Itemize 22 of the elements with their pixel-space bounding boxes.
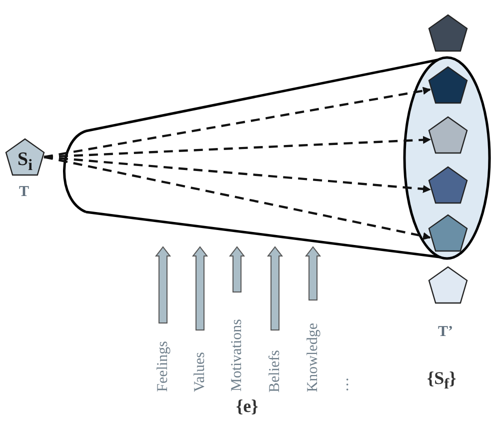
text-label: T’ [438, 324, 453, 341]
pentagon-node [428, 116, 468, 154]
pentagon-node [428, 166, 468, 204]
factor-label: Knowledge [305, 322, 322, 392]
factor-label: Motivations [229, 319, 246, 392]
pentagon-node [428, 14, 468, 52]
pentagon-node [428, 66, 468, 104]
node-caption: T [19, 184, 30, 201]
pentagon-node [428, 266, 468, 304]
pentagon-node [428, 214, 468, 252]
factor-label: Values [192, 352, 209, 392]
dashed-arrow [44, 86, 431, 158]
factor-label: Feelings [155, 341, 172, 392]
dashed-arrow [44, 156, 431, 193]
text-label: {e} [236, 396, 258, 417]
text-label: {S$_{f}$} [427, 368, 456, 394]
factor-label: … [336, 377, 353, 392]
factor-label: Beliefs [267, 350, 284, 392]
ellipse-node [403, 56, 491, 260]
node-label: S$_{i}$ [16, 149, 34, 176]
pentagon-node [5, 138, 45, 176]
dashed-arrow [44, 156, 431, 240]
